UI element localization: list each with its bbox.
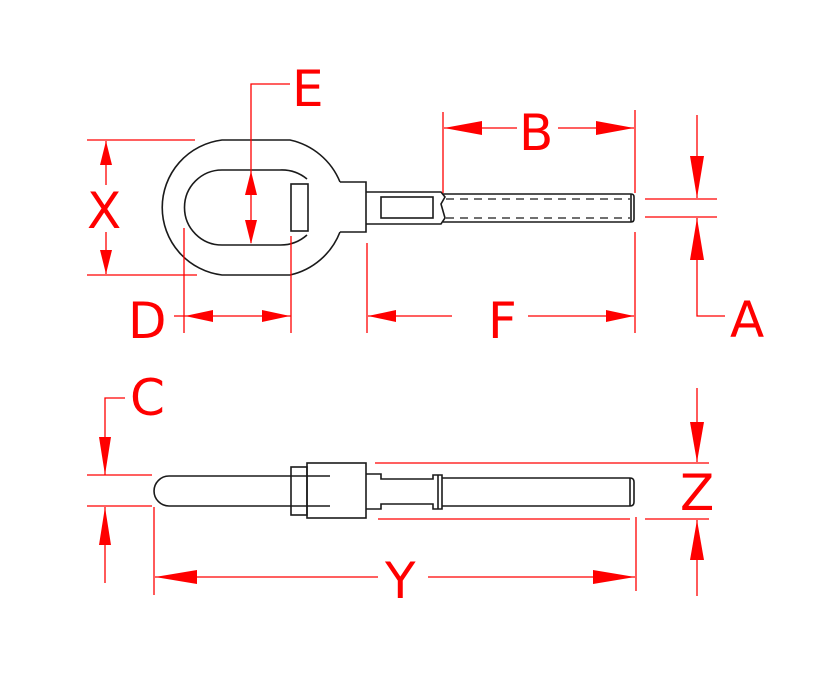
label-B: B bbox=[519, 104, 553, 162]
neck-window bbox=[380, 196, 434, 219]
threaded-stud bbox=[443, 193, 635, 223]
dimension-Z: Z bbox=[375, 388, 714, 596]
dimension-E: E bbox=[245, 60, 324, 244]
body bbox=[306, 462, 367, 519]
eye-side-bar bbox=[153, 475, 330, 507]
dimension-C: C bbox=[87, 369, 165, 583]
collar bbox=[290, 466, 308, 516]
label-Y: Y bbox=[384, 552, 416, 610]
label-E: E bbox=[292, 60, 324, 118]
boss bbox=[340, 181, 367, 233]
label-D: D bbox=[128, 292, 167, 350]
eye-inner-outline bbox=[183, 169, 308, 246]
side-view-part bbox=[153, 462, 635, 519]
dimension-Y: Y bbox=[153, 507, 637, 610]
eye-slot bbox=[290, 183, 309, 232]
side-neck bbox=[366, 473, 443, 510]
label-X: X bbox=[87, 182, 121, 240]
label-Z: Z bbox=[680, 464, 714, 522]
side-stud bbox=[442, 477, 635, 507]
dimension-X: X bbox=[87, 139, 197, 276]
dimension-D: D bbox=[128, 228, 292, 350]
label-F: F bbox=[488, 292, 517, 350]
dimension-B: B bbox=[442, 104, 636, 193]
top-view-part bbox=[161, 139, 635, 276]
neck bbox=[366, 191, 446, 225]
eye-outer-outline bbox=[161, 139, 341, 276]
label-C: C bbox=[130, 369, 165, 427]
dimension-A: A bbox=[645, 115, 764, 349]
dimension-F: F bbox=[366, 232, 636, 350]
label-A: A bbox=[730, 291, 764, 349]
